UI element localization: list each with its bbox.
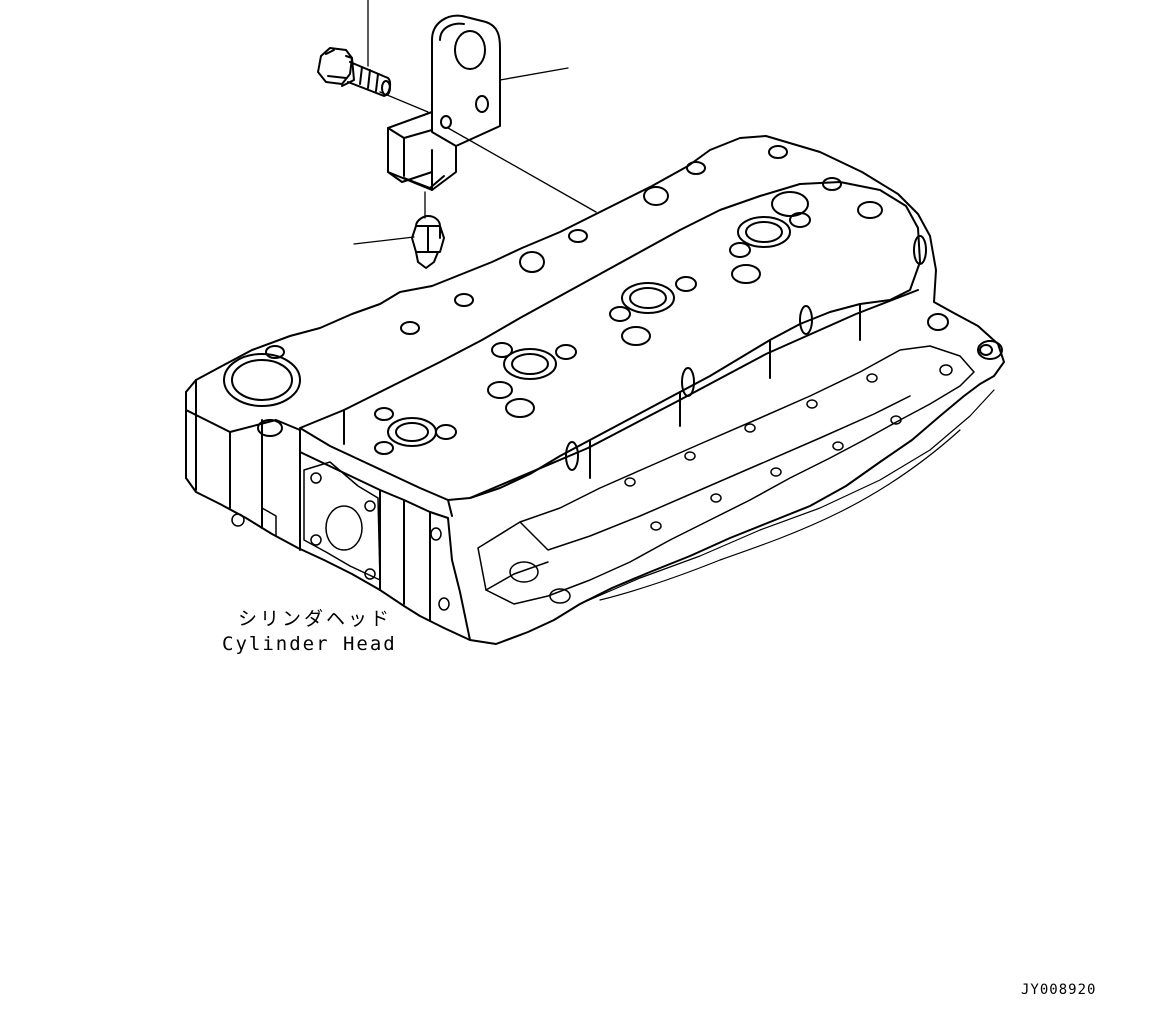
sensor-bracket: [387, 14, 501, 191]
end-plate: [231, 461, 450, 611]
bosses: [223, 145, 1003, 471]
part-label-english: Cylinder Head: [222, 633, 397, 655]
leader-lines: [353, 0, 597, 245]
flange-bolt: [317, 47, 392, 97]
top-deck: [299, 181, 921, 517]
underside-edge: [579, 389, 995, 605]
sensor-plug: [411, 215, 445, 269]
gasket-face: [477, 345, 975, 605]
cylinder-head-body: [185, 135, 1005, 645]
part-label-japanese: シリンダヘッド: [238, 608, 393, 630]
valve-bores: [374, 191, 811, 455]
figure-code: JY008920: [1021, 982, 1097, 998]
